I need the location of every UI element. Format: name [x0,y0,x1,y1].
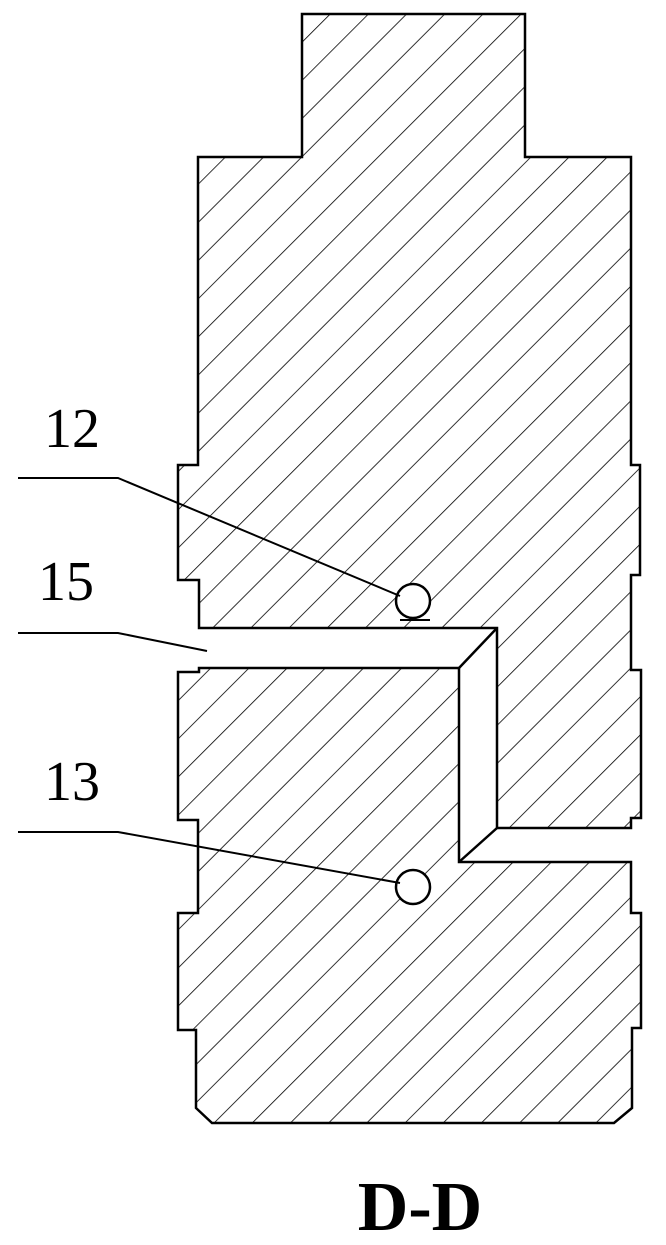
leader-line-13 [18,831,401,884]
section-label: D-D [358,1169,482,1245]
leader-line-15 [18,632,208,652]
leader-line-12 [18,477,401,597]
hole-13 [394,868,432,906]
label-15: 15 [38,551,94,613]
hole-12 [394,582,432,621]
upper-body-section [176,12,643,830]
label-12: 12 [44,398,100,460]
channel-15 [458,627,498,863]
label-13: 13 [44,751,100,813]
